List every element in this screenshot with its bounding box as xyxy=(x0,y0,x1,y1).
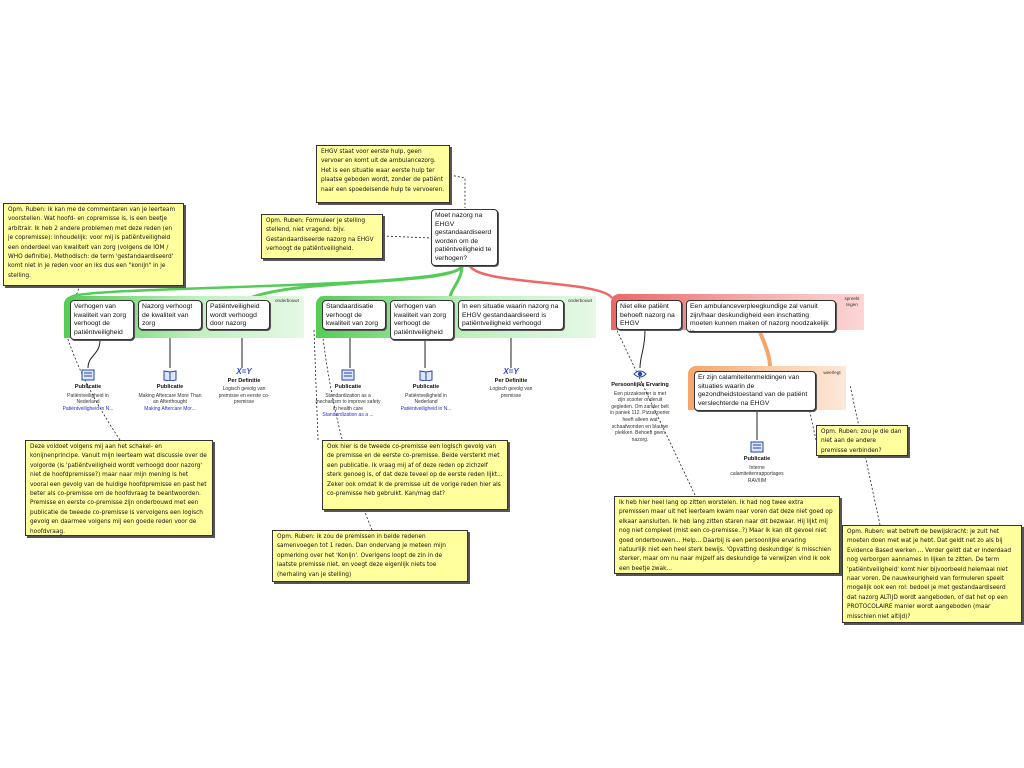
note-formuleer[interactable]: Opm. Ruben: Formuleer je stelling stelle… xyxy=(261,214,383,259)
source-6[interactable]: X=Y Per Definitie Logisch gevolg van pre… xyxy=(480,367,542,399)
publication-icon xyxy=(750,441,764,453)
source-text: Een pizzakoerier is met zijn scooter ond… xyxy=(610,390,670,443)
premise-node-4[interactable]: Standaardisatie verhoogt de kwaliteit va… xyxy=(322,300,386,330)
note-worstelen[interactable]: Ik heb hier heel lang op zitten worstele… xyxy=(614,496,840,574)
source-text: Patiëntveiligheid in Nederland xyxy=(405,392,447,406)
publication-icon xyxy=(81,369,95,381)
note-ehgv[interactable]: EHGV staat voor eerste hulp, geen vervoe… xyxy=(316,145,450,203)
note-verbinden[interactable]: Opm. Ruben: zou je die dan niet aan de a… xyxy=(816,425,908,456)
rebuttal-node[interactable]: Er zijn calamiteitenmeldingen van situat… xyxy=(694,371,816,411)
source-text: Interne calamiteitenrapportages RAV/IIM xyxy=(730,464,784,484)
source-4[interactable]: Publicatie Standardization as a mechanis… xyxy=(314,369,382,419)
source-text: Logisch gevolg van premisse xyxy=(489,386,533,399)
book-icon xyxy=(163,370,177,381)
publication-icon xyxy=(341,369,355,381)
source-text: Making Aftercare More Than an Afterthoug… xyxy=(138,392,202,406)
source-title: Publicatie xyxy=(156,384,184,390)
premise-node-1[interactable]: Verhogen van kwaliteit van zorg verhoogt… xyxy=(70,300,134,340)
source-title: Publicatie xyxy=(74,384,102,390)
note-schakel[interactable]: Deze voldoet volgens mij aan het schakel… xyxy=(25,440,213,536)
source-7[interactable]: Persoonlijke Ervaring Een pizzakoerier i… xyxy=(610,369,670,443)
note-tweede[interactable]: Ook hier is de tweede co-premisse een lo… xyxy=(322,440,508,510)
source-text: Logisch gevolg van premisse en eerste co… xyxy=(218,386,270,406)
source-5[interactable]: Publicatie Patiëntveiligheid in Nederlan… xyxy=(394,369,458,412)
objection-node-2[interactable]: Een ambulanceverpleegkundige zal vanuit … xyxy=(686,300,836,332)
source-title: Publicatie xyxy=(334,384,362,390)
premise-node-6[interactable]: In een situatie waarin nazorg na EHGV ge… xyxy=(458,300,564,330)
band-label-4: weerlegt xyxy=(823,370,841,375)
premise-node-5[interactable]: Verhogen van kwaliteit van zorg verhoogt… xyxy=(390,300,454,340)
source-8[interactable]: Publicatie Interne calamiteitenrapportag… xyxy=(724,441,790,484)
source-1[interactable]: Publicatie Patiëntveiligheid in Nederlan… xyxy=(56,369,120,412)
band-label-1: onderbouwt xyxy=(274,298,299,303)
band-label-2: onderbouwt xyxy=(567,298,592,303)
source-title: Publicatie xyxy=(412,384,440,390)
source-link[interactable]: Patiëntveiligheid in N... xyxy=(62,405,114,412)
eye-icon xyxy=(633,370,647,378)
source-text: Patiëntveiligheid in Nederland xyxy=(67,392,109,406)
source-title: Per Definitie xyxy=(227,377,261,384)
source-link[interactable]: Patiëntveiligheid in N... xyxy=(400,405,452,412)
premise-node-3[interactable]: Patiëntveiligheid wordt verhoogd door na… xyxy=(206,300,270,330)
source-link[interactable]: Making Aftercare Mor... xyxy=(144,405,196,412)
band-label-3: spreekt tegen xyxy=(844,296,860,307)
note-bewijskracht[interactable]: Opm. Ruben: wat betreft de bewijskracht:… xyxy=(842,525,1022,623)
source-text: Standardization as a mechanism to improv… xyxy=(315,392,381,412)
contention-node[interactable]: Moet nazorg na EHGV gestandaardiseerd wo… xyxy=(431,209,498,266)
premise-node-2[interactable]: Nazorg verhoogt de kwaliteit van zorg xyxy=(138,300,202,330)
note-premissen[interactable]: Opm. Ruben: ik zou de premissen in beide… xyxy=(272,530,468,582)
note-commentaren[interactable]: Opm. Ruben: ik kan me de commentaren van… xyxy=(3,203,184,286)
objection-node-1[interactable]: Niet elke patiënt behoeft nazorg na EHGV xyxy=(616,300,682,330)
source-3[interactable]: X=Y Per Definitie Logisch gevolg van pre… xyxy=(212,367,276,406)
source-title: Persoonlijke Ervaring xyxy=(611,382,669,388)
definition-icon: X=Y xyxy=(236,367,252,376)
source-title: Publicatie xyxy=(743,456,771,462)
source-title: Per Definitie xyxy=(494,377,528,384)
source-link[interactable]: Standardization as a ... xyxy=(322,412,374,419)
definition-icon: X=Y xyxy=(503,367,519,376)
book-icon xyxy=(419,370,433,381)
source-2[interactable]: Publicatie Making Aftercare More Than an… xyxy=(136,369,204,412)
